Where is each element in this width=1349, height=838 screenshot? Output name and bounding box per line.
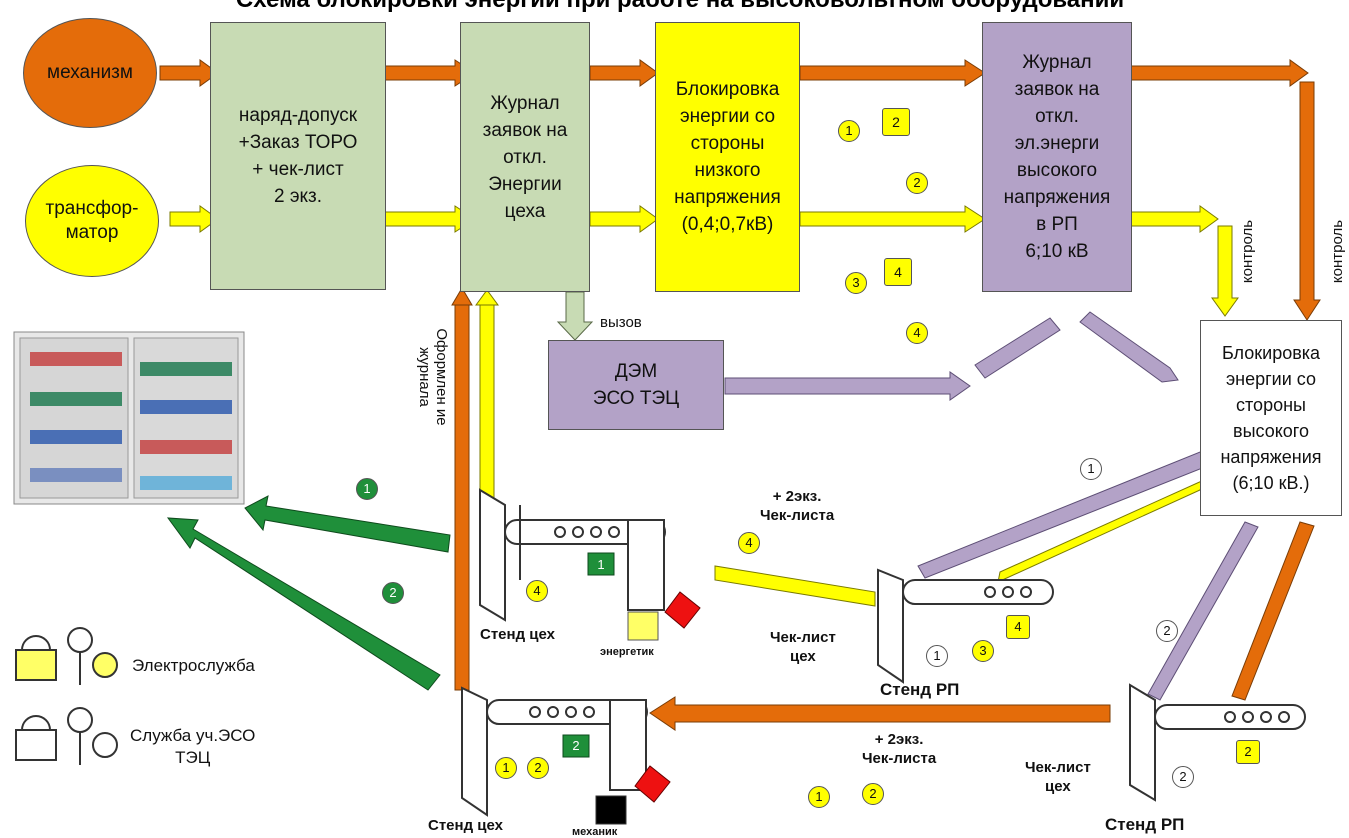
- stand-shop-label-2: Стенд цех: [428, 817, 503, 834]
- key-2-bottom: 2: [862, 783, 884, 805]
- lock-4-mid: 4: [884, 258, 912, 286]
- checklist-copies-label-2: + 2экз. Чек-листа: [862, 731, 937, 767]
- lock-2-top: 2: [882, 108, 910, 136]
- lock-4-rp: 4: [1006, 615, 1030, 639]
- stand-shop-top: [479, 488, 666, 622]
- call-label: вызов: [600, 314, 642, 331]
- checklist-shop-label-1: Чек-лист цех: [770, 629, 836, 665]
- stand-shop-bottom: [461, 686, 648, 817]
- key-2-top: 2: [906, 172, 928, 194]
- diagram-title: Схема блокировки энергии при работе на в…: [60, 0, 1300, 14]
- red-tag-2: [634, 765, 671, 803]
- key-1-white: 1: [1080, 458, 1102, 480]
- key-1-green: 1: [356, 478, 378, 500]
- transformer-node: трансфор- матор: [25, 165, 159, 277]
- orange-flow-bottom: [451, 287, 1315, 731]
- key-2-shop: 2: [527, 757, 549, 779]
- lock-black-mechanic: [595, 795, 627, 825]
- key-2-white: 2: [1156, 620, 1178, 642]
- log-registration-label: Оформлен ие журнала: [416, 328, 450, 426]
- key-2-rp: 2: [1172, 766, 1194, 788]
- red-tag-1: [664, 591, 701, 629]
- key-4-checklist: 4: [738, 532, 760, 554]
- lavender-flow: [724, 311, 1259, 701]
- mechanic-label: механик: [572, 826, 618, 838]
- key-3-rp: 3: [972, 640, 994, 662]
- key-1-top: 1: [838, 120, 860, 142]
- power-engineer-label: энергетик: [600, 646, 654, 658]
- shop-log-box: Журнал заявок на откл. Энергии цеха: [460, 22, 590, 292]
- key-4-stand: 4: [526, 580, 548, 602]
- legend-electric-service: Электрослужба: [132, 656, 255, 675]
- key-1-rp: 1: [926, 645, 948, 667]
- lock-1-stand: 1: [597, 557, 605, 572]
- lock-yellow-engineer: [627, 611, 659, 641]
- stand-rp-label-2: Стенд РП: [1105, 815, 1185, 834]
- lock-green-2: [562, 734, 590, 758]
- stand-shop-label-1: Стенд цех: [480, 626, 555, 643]
- control-label-2: контроль: [1329, 219, 1347, 284]
- legend-eso-service: Служба уч.ЭСО ТЭЦ: [130, 726, 256, 767]
- checklist-copies-label-1: + 2экз. Чек-листа: [760, 488, 835, 524]
- permit-box: наряд-допуск +Заказ ТОРО + чек-лист 2 эк…: [210, 22, 386, 290]
- key-3-mid: 3: [845, 272, 867, 294]
- key-cabinet-image: [13, 331, 245, 505]
- mechanism-node: механизм: [23, 18, 157, 128]
- control-label-1: контроль: [1239, 219, 1257, 284]
- low-voltage-lock-box: Блокировка энергии со стороны низкого на…: [655, 22, 800, 292]
- hv-lock-box: Блокировка энергии со стороны высокого н…: [1200, 320, 1342, 516]
- green-return-flow: [166, 495, 451, 691]
- yellow-flow: [169, 205, 1239, 607]
- legend-icons: [15, 627, 118, 765]
- call-arrow: [556, 291, 594, 341]
- key-1-bottom: 1: [808, 786, 830, 808]
- checklist-shop-label-2: Чек-лист цех: [1025, 759, 1091, 795]
- orange-flow-top: [159, 59, 1321, 321]
- key-1-shop: 1: [495, 757, 517, 779]
- hv-log-box: Журнал заявок на откл. эл.энерги высоког…: [982, 22, 1132, 292]
- lock-2-rp: 2: [1236, 740, 1260, 764]
- lock-green-1: [587, 552, 615, 576]
- stand-rp-1: [877, 568, 1054, 684]
- stand-rp-2: [1129, 683, 1306, 802]
- key-2-green: 2: [382, 582, 404, 604]
- dem-box: ДЭМ ЭСО ТЭЦ: [548, 340, 724, 430]
- lock-2-shop: 2: [572, 738, 580, 753]
- key-4-mid: 4: [906, 322, 928, 344]
- stand-rp-label-1: Стенд РП: [880, 680, 960, 699]
